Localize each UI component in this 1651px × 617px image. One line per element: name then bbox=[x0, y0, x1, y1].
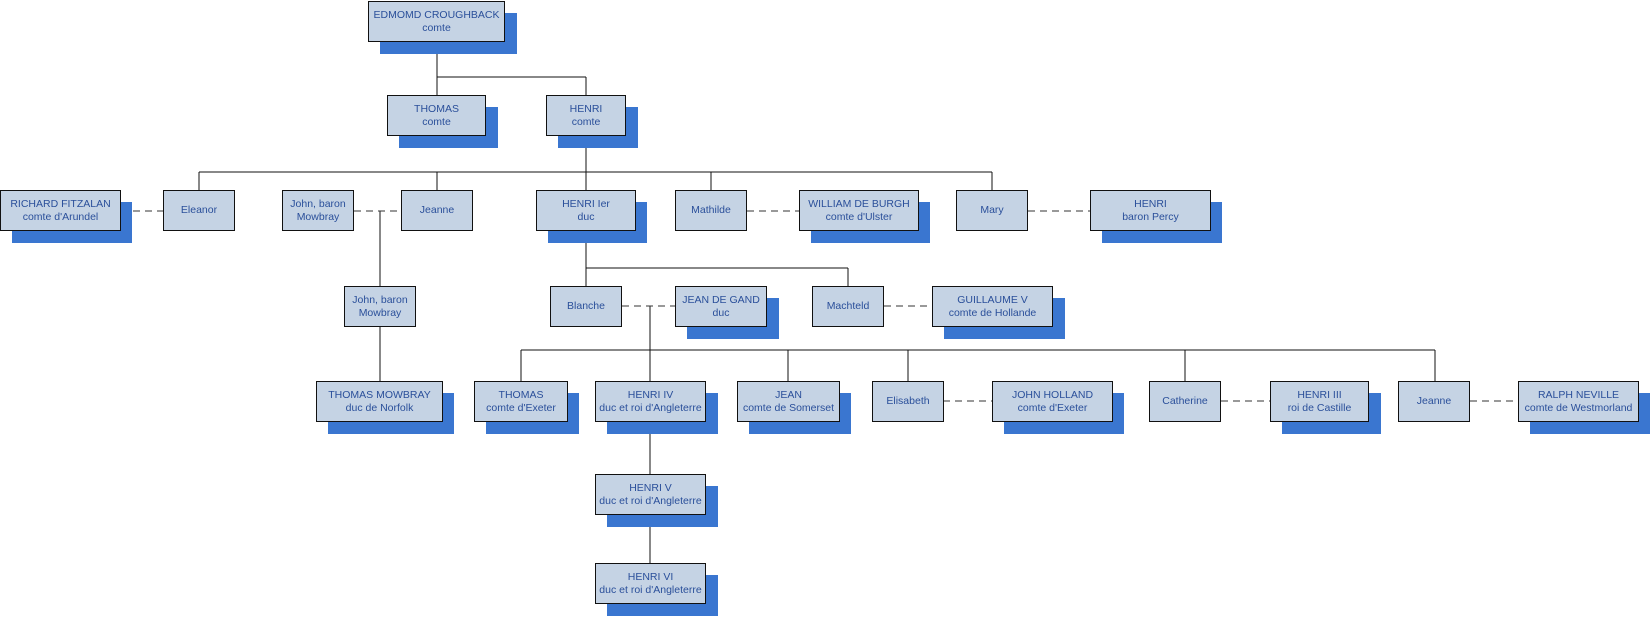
person-title: comte de Somerset bbox=[742, 401, 835, 414]
person-node-henri-vi: HENRI VI duc et roi d'Angleterre bbox=[595, 563, 719, 617]
person-name: Machteld bbox=[826, 300, 870, 312]
person-name: Blanche bbox=[567, 300, 605, 312]
person-title: duc et roi d'Angleterre bbox=[599, 494, 702, 507]
person-name: HENRI V bbox=[629, 481, 672, 494]
person-node-jean-de-gand: JEAN DE GAND duc bbox=[675, 286, 780, 340]
person-node-thomas-comte: THOMAS comte bbox=[387, 95, 499, 149]
person-title: comte d'Arundel bbox=[22, 210, 99, 223]
person-name: HENRI Ier bbox=[562, 197, 610, 210]
person-name: RALPH NEVILLE bbox=[1537, 388, 1620, 401]
person-name: Catherine bbox=[1162, 395, 1208, 407]
person-node-thomas-mowbray: THOMAS MOWBRAY duc de Norfolk bbox=[316, 381, 455, 435]
person-node-henri-ier: HENRI Ier duc bbox=[536, 190, 648, 244]
person-node-jeanne-1: Jeanne bbox=[401, 190, 473, 231]
person-name: RICHARD FITZALAN bbox=[10, 197, 111, 210]
person-name: Mathilde bbox=[691, 204, 731, 216]
person-node-catherine: Catherine bbox=[1149, 381, 1221, 422]
person-node-william-de-burgh: WILLIAM DE BURGH comte d'Ulster bbox=[799, 190, 931, 244]
person-title: roi de Castille bbox=[1287, 401, 1352, 414]
person-name: GUILLAUME V bbox=[957, 293, 1028, 306]
person-name: JEAN bbox=[775, 388, 802, 401]
person-node-henri-v: HENRI V duc et roi d'Angleterre bbox=[595, 474, 719, 528]
person-node-ralph-neville: RALPH NEVILLE comte de Westmorland bbox=[1518, 381, 1651, 435]
person-title: comte bbox=[422, 21, 451, 34]
person-node-mathilde: Mathilde bbox=[675, 190, 747, 231]
person-name: HENRI IV bbox=[627, 388, 674, 401]
person-node-jean-somerset: JEAN comte de Somerset bbox=[737, 381, 852, 435]
person-name: THOMAS MOWBRAY bbox=[328, 388, 431, 401]
person-node-henri-percy: HENRI baron Percy bbox=[1090, 190, 1223, 244]
person-name: Jeanne bbox=[419, 204, 455, 216]
person-name: HENRI bbox=[569, 102, 603, 115]
person-node-eleanor: Eleanor bbox=[163, 190, 235, 231]
person-name: EDMOMD CROUGHBACK bbox=[373, 8, 500, 21]
person-title: comte bbox=[571, 115, 601, 128]
person-title: Mowbray bbox=[358, 306, 402, 319]
person-name: HENRI VI bbox=[627, 570, 674, 583]
person-title: comte de Westmorland bbox=[1524, 401, 1633, 414]
person-name: Mary bbox=[980, 204, 1004, 216]
person-title: comte d'Ulster bbox=[825, 210, 893, 223]
person-node-edmond: EDMOMD CROUGHBACK comte bbox=[368, 1, 518, 55]
person-name: HENRI bbox=[1134, 197, 1167, 210]
person-title: duc bbox=[712, 306, 730, 319]
person-title: comte d'Exeter bbox=[1017, 401, 1088, 414]
person-node-henri-comte: HENRI comte bbox=[546, 95, 639, 149]
person-name: THOMAS bbox=[498, 388, 544, 401]
person-node-mary: Mary bbox=[956, 190, 1028, 231]
person-name: HENRI III bbox=[1297, 388, 1342, 401]
person-node-henri-iv: HENRI IV duc et roi d'Angleterre bbox=[595, 381, 719, 435]
person-node-blanche: Blanche bbox=[550, 286, 622, 327]
person-node-john-mowbray-2: John, baron Mowbray bbox=[344, 286, 416, 327]
person-title: comte de Hollande bbox=[948, 306, 1037, 319]
person-title: baron Percy bbox=[1122, 210, 1179, 223]
person-title: comte d'Exeter bbox=[486, 401, 556, 414]
person-name: John, baron bbox=[352, 293, 408, 306]
person-node-jeanne-2: Jeanne bbox=[1398, 381, 1470, 422]
person-name: Jeanne bbox=[1416, 395, 1452, 407]
person-node-guillaume-v: GUILLAUME V comte de Hollande bbox=[932, 286, 1066, 340]
person-name: Elisabeth bbox=[886, 395, 930, 407]
person-title: comte bbox=[422, 115, 451, 128]
person-node-henri-iii-castille: HENRI III roi de Castille bbox=[1270, 381, 1382, 435]
person-name: THOMAS bbox=[414, 102, 459, 115]
person-name: JOHN HOLLAND bbox=[1011, 388, 1094, 401]
person-node-john-holland: JOHN HOLLAND comte d'Exeter bbox=[992, 381, 1125, 435]
person-name: JEAN DE GAND bbox=[682, 293, 760, 306]
person-title: duc et roi d'Angleterre bbox=[599, 401, 702, 414]
person-name: Eleanor bbox=[180, 204, 218, 216]
person-node-thomas-exeter: THOMAS comte d'Exeter bbox=[474, 381, 580, 435]
person-name: WILLIAM DE BURGH bbox=[808, 197, 910, 210]
person-title: duc et roi d'Angleterre bbox=[599, 583, 702, 596]
person-node-john-mowbray-1: John, baron Mowbray bbox=[282, 190, 354, 231]
person-node-machteld: Machteld bbox=[812, 286, 884, 327]
person-title: duc de Norfolk bbox=[345, 401, 414, 414]
person-title: Mowbray bbox=[296, 210, 340, 223]
person-title: duc bbox=[577, 210, 595, 223]
person-name: John, baron bbox=[290, 197, 346, 210]
person-node-elisabeth: Elisabeth bbox=[872, 381, 944, 422]
person-node-richard-fitzalan: RICHARD FITZALAN comte d'Arundel bbox=[0, 190, 133, 244]
